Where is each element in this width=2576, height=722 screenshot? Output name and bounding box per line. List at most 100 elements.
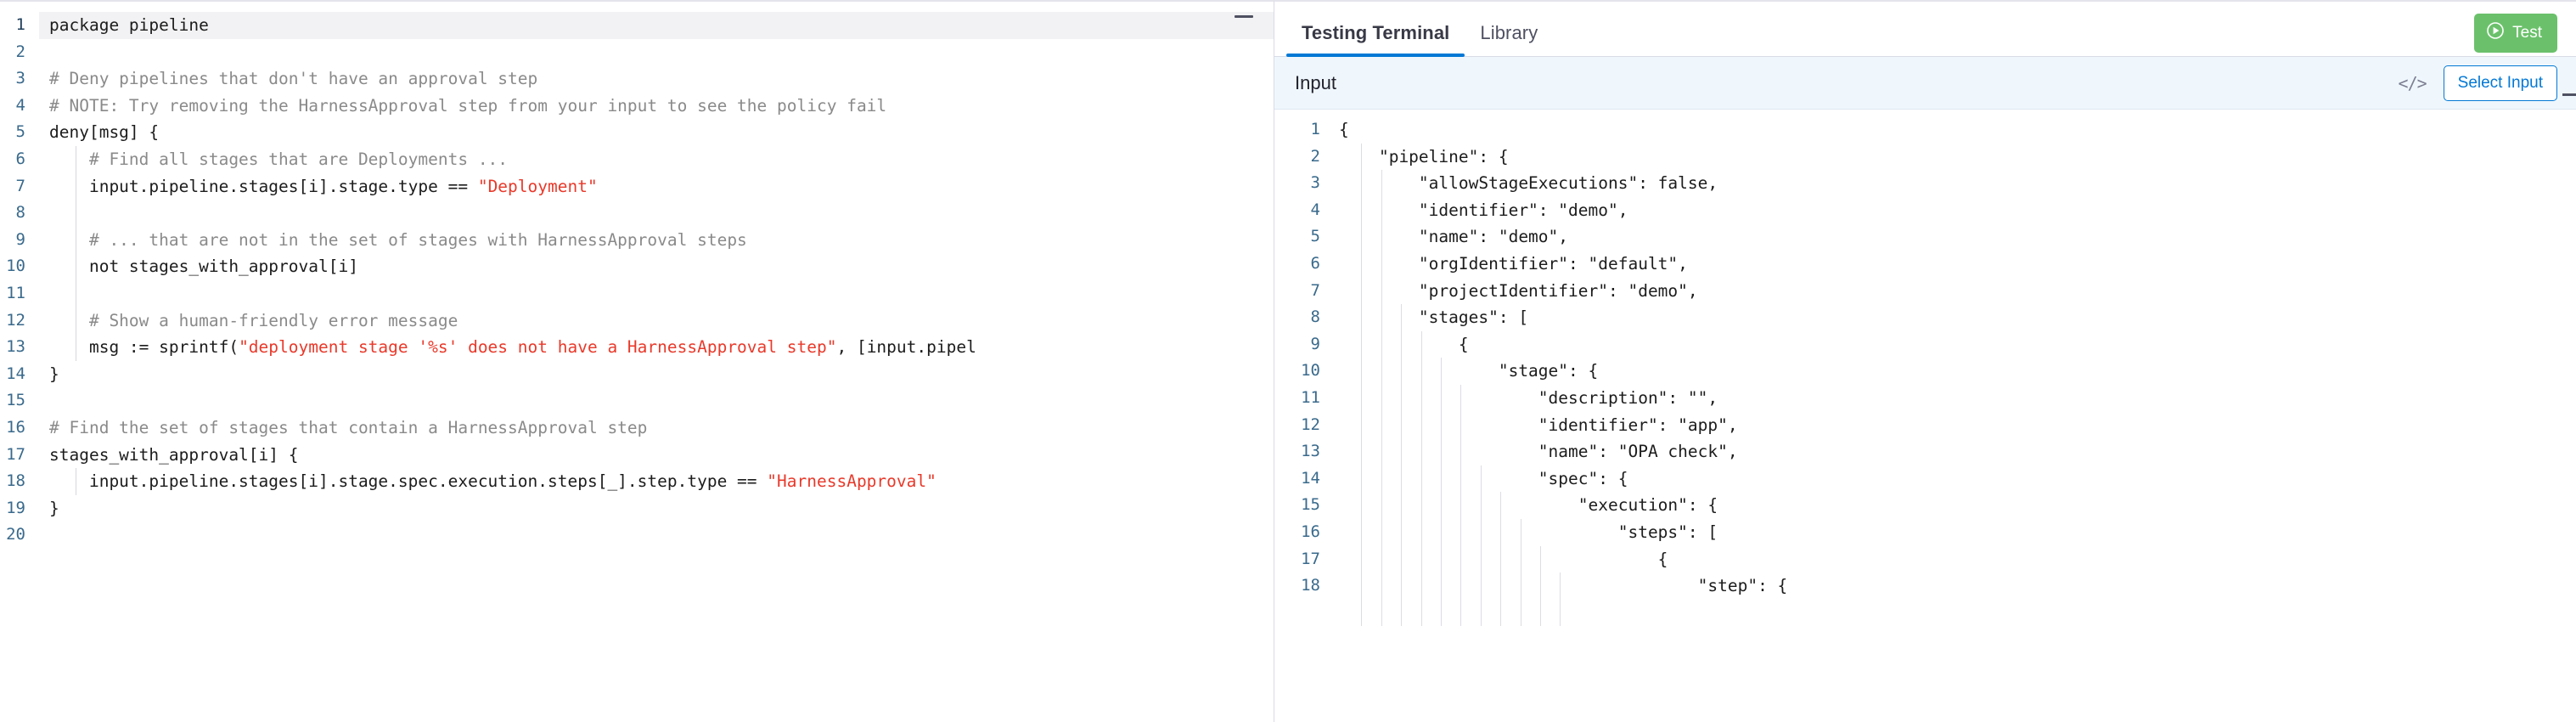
code-line[interactable]: 8 [0, 200, 1274, 227]
line-number: 18 [6, 471, 25, 491]
json-line[interactable]: 14 "spec": { [1274, 465, 2576, 493]
json-line-text: "stage": { [1339, 361, 1599, 381]
code-token-plain: not stages_with_approval[i] [49, 257, 358, 277]
json-line-text: "description": "", [1339, 387, 1718, 408]
json-line[interactable]: 16 "steps": [ [1274, 519, 2576, 546]
code-line[interactable]: 14} [0, 361, 1274, 388]
code-line-text: package pipeline [39, 12, 1274, 39]
code-token-plain: } [49, 364, 59, 384]
json-line-number: 18 [1301, 576, 1320, 595]
panel-resize-handle[interactable] [2562, 93, 2576, 96]
json-line-number: 11 [1301, 387, 1320, 407]
json-line[interactable]: 13 "name": "OPA check", [1274, 438, 2576, 465]
json-line-text: "steps": [ [1339, 522, 1718, 542]
code-line[interactable]: 17 stages_with_approval[i] { [0, 442, 1274, 469]
json-line[interactable]: 18 "step": { [1274, 573, 2576, 600]
code-line[interactable]: 13 msg := sprintf("deployment stage '%s'… [0, 334, 1274, 361]
json-line-text: "identifier": "app", [1339, 415, 1738, 435]
json-line[interactable]: 3 "allowStageExecutions": false, [1274, 170, 2576, 197]
json-line[interactable]: 1{ [1274, 116, 2576, 144]
code-line[interactable]: 4# NOTE: Try removing the HarnessApprova… [0, 93, 1274, 120]
code-token-plain: stages_with_approval[i] { [49, 444, 299, 465]
line-number: 11 [6, 283, 25, 302]
json-line[interactable]: 5 "name": "demo", [1274, 223, 2576, 251]
json-line[interactable]: 2 "pipeline": { [1274, 144, 2576, 171]
code-line[interactable]: 9 # ... that are not in the set of stage… [0, 227, 1274, 254]
line-number: 19 [6, 498, 25, 517]
json-line[interactable]: 9 { [1274, 331, 2576, 358]
json-line[interactable]: 7 "projectIdentifier": "demo", [1274, 278, 2576, 305]
json-line-number: 6 [1310, 253, 1320, 273]
line-number: 14 [6, 364, 25, 383]
line-number: 16 [6, 417, 25, 437]
code-line[interactable]: 15 [0, 387, 1274, 415]
code-line[interactable]: 2 [0, 39, 1274, 66]
code-line[interactable]: 6 # Find all stages that are Deployments… [0, 146, 1274, 173]
json-line-text: "execution": { [1339, 495, 1718, 516]
json-line[interactable]: 4 "identifier": "demo", [1274, 197, 2576, 224]
code-line-text: not stages_with_approval[i] [39, 253, 1274, 280]
code-line[interactable]: 3# Deny pipelines that don't have an app… [0, 65, 1274, 93]
code-line-text: # ... that are not in the set of stages … [39, 227, 1274, 254]
code-line-text: # Show a human-friendly error message [39, 307, 1274, 335]
code-line[interactable]: 12 # Show a human-friendly error message [0, 307, 1274, 335]
code-line[interactable]: 7 input.pipeline.stages[i].stage.type ==… [0, 173, 1274, 200]
json-line[interactable]: 12 "identifier": "app", [1274, 412, 2576, 439]
code-token-comment: # Find the set of stages that contain a … [49, 417, 648, 437]
line-number: 9 [15, 229, 25, 249]
terminal-tabbar: Testing Terminal Library Test [1274, 2, 2576, 57]
code-line[interactable]: 19} [0, 495, 1274, 522]
minimize-icon[interactable] [1235, 15, 1253, 18]
json-line-number: 1 [1310, 120, 1320, 138]
code-token-plain: deny[msg] { [49, 122, 160, 143]
json-line-text: "orgIdentifier": "default", [1339, 253, 1688, 274]
code-line[interactable]: 1 package pipeline [0, 12, 1274, 39]
code-token-plain: input.pipeline.stages[i].stage.type == [49, 176, 478, 196]
json-line-list[interactable]: 1{2 "pipeline": {3 "allowStageExecutions… [1274, 116, 2576, 600]
code-token-comment: # ... that are not in the set of stages … [49, 229, 747, 250]
select-input-button[interactable]: Select Input [2443, 65, 2557, 101]
line-number: 5 [15, 122, 25, 142]
json-line-number: 7 [1310, 280, 1320, 300]
json-line[interactable]: 6 "orgIdentifier": "default", [1274, 251, 2576, 278]
json-line-text: "spec": { [1339, 468, 1628, 488]
code-line-text: input.pipeline.stages[i].stage.type == "… [39, 173, 1274, 200]
tab-testing-terminal[interactable]: Testing Terminal [1286, 22, 1465, 57]
code-line-text: # Find the set of stages that contain a … [39, 415, 1274, 442]
json-line-text: "stages": [ [1339, 307, 1529, 328]
code-line[interactable]: 11 [0, 280, 1274, 307]
code-brackets-icon[interactable]: </> [2398, 72, 2427, 93]
code-line-text: } [39, 495, 1274, 522]
json-line[interactable]: 10 "stage": { [1274, 358, 2576, 385]
code-line[interactable]: 18 input.pipeline.stages[i].stage.spec.e… [0, 468, 1274, 495]
line-number: 1 [15, 15, 25, 34]
line-number: 8 [15, 203, 25, 223]
tab-library[interactable]: Library [1480, 22, 1538, 43]
json-line-text: "allowStageExecutions": false, [1339, 173, 1718, 194]
code-token-plain: , [input.pipel [836, 337, 976, 358]
code-line[interactable]: 16 # Find the set of stages that contain … [0, 415, 1274, 442]
code-line-text: msg := sprintf("deployment stage '%s' do… [39, 334, 1274, 361]
line-number: 7 [15, 176, 25, 195]
code-token-plain: input.pipeline.stages[i].stage.spec.exec… [49, 471, 768, 492]
code-line[interactable]: 20 [0, 522, 1274, 549]
code-line[interactable]: 5 deny[msg] { [0, 119, 1274, 146]
json-line-number: 10 [1301, 361, 1320, 381]
input-json-editor[interactable]: 1{2 "pipeline": {3 "allowStageExecutions… [1274, 110, 2576, 722]
json-line-text: { [1339, 120, 1349, 139]
code-token-comment: # Show a human-friendly error message [49, 310, 458, 330]
code-token-string: "HarnessApproval" [767, 471, 936, 492]
json-line-text: "name": "demo", [1339, 227, 1569, 247]
json-line-number: 17 [1301, 549, 1320, 568]
json-line[interactable]: 8 "stages": [ [1274, 304, 2576, 331]
code-line[interactable]: 10 not stages_with_approval[i] [0, 253, 1274, 280]
test-button[interactable]: Test [2474, 14, 2557, 53]
line-number: 17 [6, 444, 25, 464]
json-line[interactable]: 11 "description": "", [1274, 385, 2576, 412]
json-line[interactable]: 17 { [1274, 546, 2576, 573]
json-line[interactable]: 15 "execution": { [1274, 492, 2576, 519]
code-token-string: "deployment stage '%s' does not have a H… [239, 337, 837, 358]
